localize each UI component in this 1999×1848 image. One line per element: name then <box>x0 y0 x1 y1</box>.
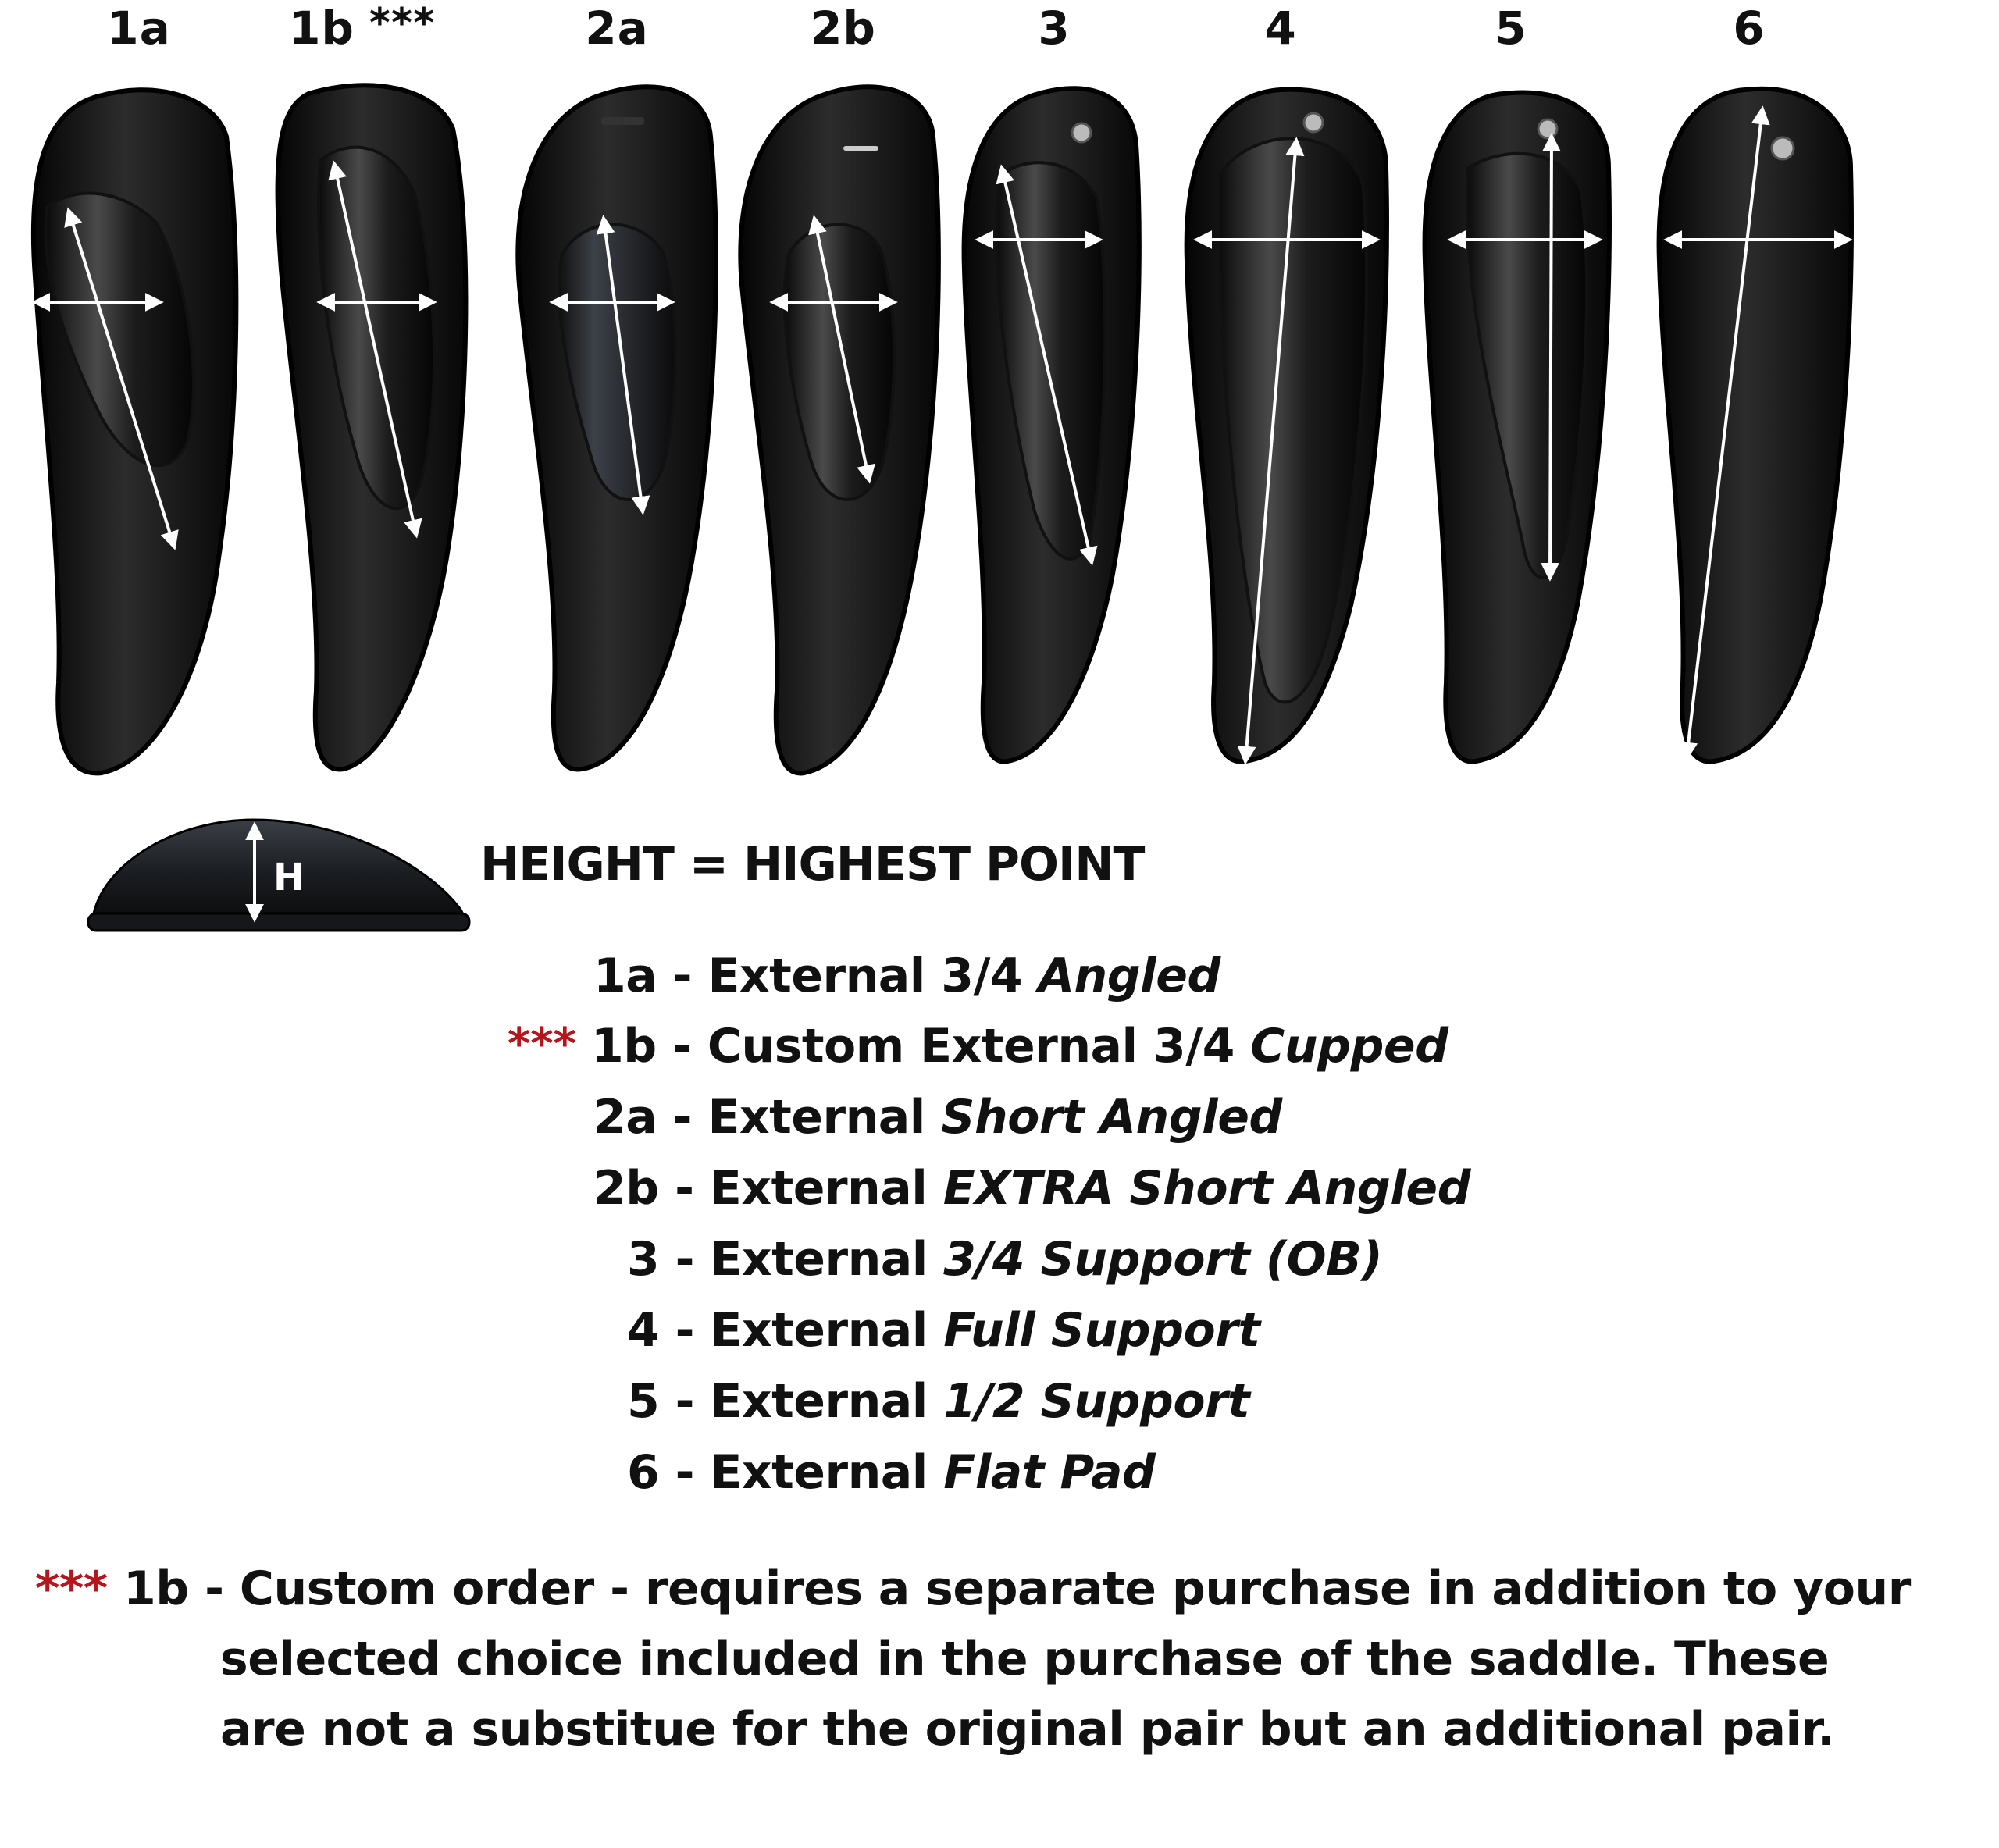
knee-block-images <box>30 83 1854 776</box>
legend-style: Cupped <box>1250 1019 1448 1074</box>
custom-order-note: *** 1b - Custom order - requires a separ… <box>35 1554 1948 1764</box>
note-line-1: *** 1b - Custom order - requires a separ… <box>35 1554 1948 1624</box>
legend-style: Short Angled <box>941 1090 1282 1145</box>
legend-code: 4 <box>627 1303 660 1358</box>
column-label-6: 6 <box>1733 2 1766 55</box>
legend-code: 5 <box>627 1374 660 1429</box>
legend-style: EXTRA Short Angled <box>942 1161 1471 1216</box>
legend-type: External <box>710 1445 928 1500</box>
legend-style: Full Support <box>943 1303 1260 1358</box>
height-marker: H <box>273 856 305 899</box>
legend-separator: - <box>657 949 708 1003</box>
column-label-2a: 2a <box>585 2 649 55</box>
legend-item-1a: 1a - External 3/4 Angled <box>593 949 1220 1003</box>
knee-block-5 <box>1422 90 1612 764</box>
knee-block-6 <box>1656 86 1854 764</box>
knee-block-3 <box>961 86 1142 764</box>
legend-item-1b: 1b - Custom External 3/4 Cupped <box>591 1019 1448 1074</box>
legend-code: 2a <box>593 1090 657 1145</box>
knee-block-1a <box>30 87 239 776</box>
legend-separator: - <box>659 1232 711 1287</box>
note-star-marker: *** <box>35 1561 108 1616</box>
column-label-3: 3 <box>1038 2 1071 55</box>
legend-star-marker: *** <box>508 1019 576 1070</box>
column-label-4: 4 <box>1264 2 1297 55</box>
knee-block-2b <box>738 84 941 776</box>
note-lead: 1b - Custom order - requires a separate … <box>123 1561 1911 1616</box>
legend-type: External <box>710 1303 928 1358</box>
knee-block-1b <box>275 83 469 772</box>
legend-code: 3 <box>627 1232 660 1287</box>
legend-separator: - <box>656 1019 707 1074</box>
legend-separator: - <box>657 1090 708 1145</box>
legend-type: External <box>709 1161 928 1216</box>
height-diagram: H <box>87 818 471 932</box>
legend-type: External <box>710 1374 928 1429</box>
legend-type: External <box>710 1232 928 1287</box>
legend-separator: - <box>659 1303 711 1358</box>
knee-block-2a <box>515 84 718 772</box>
note-line-3: are not a substitue for the original pai… <box>220 1702 1835 1757</box>
legend-style: 3/4 Support (OB) <box>943 1232 1383 1287</box>
custom-marker: *** <box>369 0 436 47</box>
legend-item-4: 4 - External Full Support <box>627 1303 1260 1358</box>
legend-type: External <box>707 1090 925 1145</box>
legend-style: 1/2 Support <box>943 1374 1250 1429</box>
legend-style: Flat Pad <box>943 1445 1156 1500</box>
column-labels: 1a 1b *** 2a 2b 3 4 5 6 <box>0 0 1999 62</box>
legend-separator: - <box>658 1161 710 1216</box>
legend-separator: - <box>659 1445 711 1500</box>
column-label-1b: 1b <box>289 2 355 55</box>
legend-item-5: 5 - External 1/2 Support <box>627 1374 1250 1429</box>
legend-item-3: 3 - External 3/4 Support (OB) <box>627 1232 1383 1287</box>
note-line-2: selected choice included in the purchase… <box>220 1632 1830 1686</box>
legend-item-2a: 2a - External Short Angled <box>593 1090 1282 1145</box>
column-label-5: 5 <box>1495 2 1527 55</box>
legend-separator: - <box>659 1374 711 1429</box>
legend-type: Custom External 3/4 <box>707 1019 1235 1074</box>
legend-item-2b: 2b - External EXTRA Short Angled <box>593 1161 1471 1216</box>
legend-item-6: 6 - External Flat Pad <box>627 1445 1156 1500</box>
column-label-2b: 2b <box>811 2 876 55</box>
legend-type: External 3/4 <box>707 949 1023 1003</box>
legend-style: Angled <box>1038 949 1221 1003</box>
knee-block-4 <box>1184 87 1389 765</box>
legend-code: 6 <box>627 1445 660 1500</box>
column-label-1a: 1a <box>107 2 171 55</box>
legend-code: 1a <box>593 949 657 1003</box>
legend-code: 2b <box>593 1161 659 1216</box>
height-caption: HEIGHT = HIGHEST POINT <box>480 837 1145 892</box>
legend-code: 1b <box>591 1019 657 1074</box>
